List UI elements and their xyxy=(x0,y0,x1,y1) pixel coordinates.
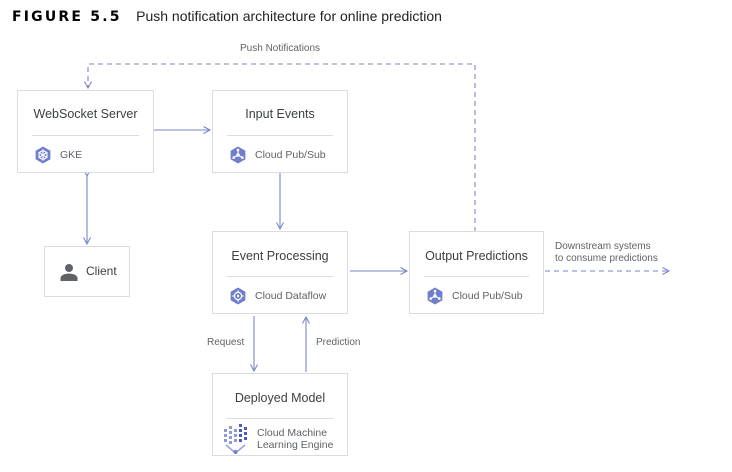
dataflow-hex-icon xyxy=(230,287,246,305)
event-processing-service-label: Cloud Dataflow xyxy=(255,290,327,302)
prediction-label: Prediction xyxy=(316,337,361,348)
client-title: Client xyxy=(86,264,117,278)
node-divider xyxy=(227,135,333,136)
node-divider xyxy=(227,276,333,277)
event-processing-service: Cloud Dataflow xyxy=(229,287,326,305)
client-box: Client xyxy=(44,246,130,297)
node-divider xyxy=(32,135,139,136)
input-events-title: Input Events xyxy=(245,107,315,121)
pubsub-hex-icon xyxy=(230,146,246,164)
input-events-service: Cloud Pub/Sub xyxy=(229,146,326,164)
deployed-model-box: Deployed Model Cloud Machine Learning En… xyxy=(212,373,348,456)
websocket-server-box: WebSocket Server GKE xyxy=(17,90,154,173)
downstream-label-line2: to consume predictions xyxy=(555,253,658,264)
deployed-model-service-label: Cloud Machine Learning Engine xyxy=(257,427,333,451)
ml-engine-icon xyxy=(224,424,247,455)
pubsub-hex-icon xyxy=(427,287,443,305)
deployed-model-service-line2: Learning Engine xyxy=(257,439,334,451)
person-icon xyxy=(60,264,78,281)
push-notifications-arrow xyxy=(84,63,476,232)
deployed-model-service-line1: Cloud Machine xyxy=(257,427,328,439)
input-events-box: Input Events Cloud Pub/Sub xyxy=(212,90,348,173)
input-events-service-label: Cloud Pub/Sub xyxy=(255,149,326,161)
websocket-server-title: WebSocket Server xyxy=(33,107,138,121)
figure-number: FIGURE 5.5 xyxy=(12,9,122,25)
figure-caption: FIGURE 5.5 Push notification architectur… xyxy=(12,8,442,28)
deployed-model-title: Deployed Model xyxy=(234,391,326,405)
downstream-label: Downstream systems to consume prediction… xyxy=(555,241,695,265)
push-notifications-label: Push Notifications xyxy=(240,43,321,54)
output-predictions-title: Output Predictions xyxy=(425,249,528,263)
output-predictions-box: Output Predictions Cloud Pub/Sub xyxy=(409,231,544,314)
event-processing-box: Event Processing Cloud Dataflow xyxy=(212,231,348,314)
request-label: Request xyxy=(207,337,245,348)
websocket-server-service-label: GKE xyxy=(60,149,83,161)
event-processing-title: Event Processing xyxy=(231,249,329,263)
downstream-label-line1: Downstream systems xyxy=(555,241,651,252)
figure-title: Push notification architecture for onlin… xyxy=(136,8,442,24)
output-predictions-service-label: Cloud Pub/Sub xyxy=(452,290,523,302)
deployed-model-service: Cloud Machine Learning Engine xyxy=(223,423,333,455)
websocket-server-service: GKE xyxy=(34,146,82,164)
kubernetes-hex-icon xyxy=(35,146,51,164)
node-divider xyxy=(227,418,333,419)
output-predictions-service: Cloud Pub/Sub xyxy=(426,287,523,305)
node-divider xyxy=(424,276,529,277)
